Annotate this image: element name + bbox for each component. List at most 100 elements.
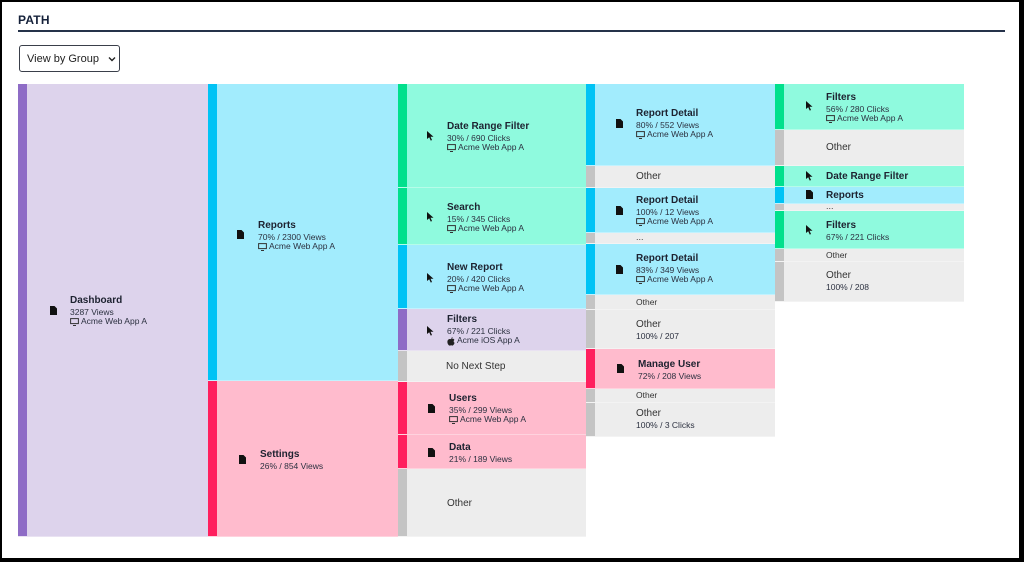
monitor-icon bbox=[447, 225, 456, 234]
page-icon bbox=[806, 190, 815, 200]
node-platform: Acme iOS App A bbox=[447, 335, 520, 346]
path-node-other[interactable]: Other bbox=[586, 389, 775, 403]
page-icon bbox=[428, 448, 437, 458]
path-node-other[interactable]: Other bbox=[398, 469, 586, 537]
node-stat: 72% / 208 Views bbox=[638, 370, 702, 381]
node-platform: Acme Web App A bbox=[636, 216, 713, 227]
node-stat: 20% / 420 Clicks bbox=[447, 273, 511, 284]
monitor-icon bbox=[636, 131, 645, 140]
node-color-bar bbox=[775, 204, 784, 210]
node-label: Manage User bbox=[638, 359, 701, 370]
title-divider bbox=[18, 30, 1005, 32]
path-node-date-range-filter[interactable]: Date Range Filter 30% / 690 Clicks Acme … bbox=[398, 84, 586, 188]
node-label: Report Detail bbox=[636, 253, 699, 264]
cursor-icon bbox=[427, 212, 436, 222]
apple-icon bbox=[447, 336, 455, 346]
path-node-data[interactable]: Data 21% / 189 Views bbox=[398, 435, 586, 469]
node-platform: Acme Web App A bbox=[447, 223, 524, 234]
node-label: Search bbox=[447, 202, 481, 213]
node-color-bar bbox=[398, 435, 407, 468]
node-color-bar bbox=[586, 188, 595, 232]
node-color-bar bbox=[398, 309, 407, 350]
path-node-other[interactable]: Other 100% / 207 bbox=[586, 310, 775, 349]
node-label: Other bbox=[826, 250, 848, 260]
node-color-bar bbox=[208, 381, 217, 536]
path-node-report-detail[interactable]: Report Detail 80% / 552 Views Acme Web A… bbox=[586, 84, 775, 166]
node-label: Other bbox=[826, 142, 852, 153]
node-label: ... bbox=[826, 204, 834, 211]
node-stat: 67% / 221 Clicks bbox=[447, 325, 511, 336]
node-platform: Acme Web App A bbox=[447, 283, 524, 294]
path-node-search[interactable]: Search 15% / 345 Clicks Acme Web App A bbox=[398, 188, 586, 245]
node-stat: 15% / 345 Clicks bbox=[447, 213, 511, 224]
path-node-manage-user[interactable]: Manage User 72% / 208 Views bbox=[586, 349, 775, 389]
node-color-bar bbox=[775, 249, 784, 261]
node-color-bar bbox=[18, 84, 27, 536]
path-node-report-detail[interactable]: Report Detail 100% / 12 Views Acme Web A… bbox=[586, 188, 775, 233]
path-node-reports[interactable]: Reports bbox=[775, 187, 964, 204]
node-color-bar bbox=[398, 382, 407, 434]
path-node-filters-ios[interactable]: Filters 67% / 221 Clicks Acme iOS App A bbox=[398, 309, 586, 351]
node-color-bar bbox=[398, 245, 407, 308]
path-node-settings[interactable]: Settings 26% / 854 Views bbox=[208, 381, 398, 537]
node-color-bar bbox=[398, 84, 407, 187]
path-node-other[interactable]: Other 100% / 3 Clicks bbox=[586, 403, 775, 437]
path-node-other[interactable]: Other bbox=[775, 249, 964, 262]
path-node-filters[interactable]: Filters 56% / 280 Clicks Acme Web App A bbox=[775, 84, 964, 130]
node-stat: 30% / 690 Clicks bbox=[447, 132, 511, 143]
node-stat: 21% / 189 Views bbox=[449, 453, 513, 464]
node-label: Filters bbox=[826, 220, 857, 231]
page-icon bbox=[239, 455, 248, 465]
path-node-no-next-step[interactable]: No Next Step bbox=[398, 351, 586, 382]
path-node-more[interactable]: ... bbox=[775, 204, 964, 211]
path-node-reports[interactable]: Reports 70% / 2300 Views Acme Web App A bbox=[208, 84, 398, 381]
node-stat: 3287 Views bbox=[70, 306, 114, 317]
node-color-bar bbox=[775, 166, 784, 186]
monitor-icon bbox=[449, 416, 458, 425]
node-color-bar bbox=[398, 188, 407, 244]
view-by-group-dropdown[interactable]: View by Group bbox=[19, 45, 120, 72]
node-color-bar bbox=[775, 262, 784, 301]
page-icon bbox=[50, 306, 59, 316]
cursor-icon bbox=[806, 171, 815, 181]
path-node-filters[interactable]: Filters 67% / 221 Clicks bbox=[775, 211, 964, 249]
path-node-other[interactable]: Other bbox=[586, 295, 775, 310]
node-color-bar bbox=[775, 84, 784, 129]
node-stat: 26% / 854 Views bbox=[260, 460, 324, 471]
monitor-icon bbox=[70, 318, 79, 327]
node-label: Users bbox=[449, 393, 477, 404]
path-node-users[interactable]: Users 35% / 299 Views Acme Web App A bbox=[398, 382, 586, 435]
page-icon bbox=[237, 230, 246, 240]
monitor-icon bbox=[258, 243, 267, 252]
node-stat: 80% / 552 Views bbox=[636, 119, 700, 130]
node-stat: 100% / 207 bbox=[636, 330, 680, 341]
path-node-other[interactable]: Other 100% / 208 bbox=[775, 262, 964, 302]
node-stat: 35% / 299 Views bbox=[449, 404, 513, 415]
path-node-report-detail[interactable]: Report Detail 83% / 349 Views Acme Web A… bbox=[586, 244, 775, 295]
node-label: New Report bbox=[447, 262, 503, 273]
node-color-bar bbox=[586, 349, 595, 388]
page-icon bbox=[616, 265, 625, 275]
node-platform: Acme Web App A bbox=[636, 129, 713, 140]
page-icon bbox=[616, 119, 625, 129]
node-color-bar bbox=[586, 403, 595, 436]
node-platform: Acme Web App A bbox=[449, 414, 526, 425]
monitor-icon bbox=[826, 115, 835, 124]
node-label: Other bbox=[636, 297, 658, 307]
node-label: Report Detail bbox=[636, 108, 699, 119]
path-node-date-range-filter[interactable]: Date Range Filter bbox=[775, 166, 964, 187]
path-node-new-report[interactable]: New Report 20% / 420 Clicks Acme Web App… bbox=[398, 245, 586, 309]
node-color-bar bbox=[398, 469, 407, 536]
path-node-other[interactable]: Other bbox=[775, 130, 964, 166]
node-color-bar bbox=[586, 310, 595, 348]
page-icon bbox=[428, 404, 437, 414]
node-label: ... bbox=[636, 233, 644, 242]
cursor-icon bbox=[427, 131, 436, 141]
path-node-more[interactable]: ... bbox=[586, 233, 775, 244]
node-label: No Next Step bbox=[446, 361, 506, 372]
path-node-dashboard[interactable]: Dashboard 3287 Views Acme Web App A bbox=[18, 84, 208, 537]
dropdown-label: View by Group bbox=[27, 52, 99, 65]
cursor-icon bbox=[427, 273, 436, 283]
node-platform: Acme Web App A bbox=[447, 142, 529, 153]
path-node-other[interactable]: Other bbox=[586, 166, 775, 188]
